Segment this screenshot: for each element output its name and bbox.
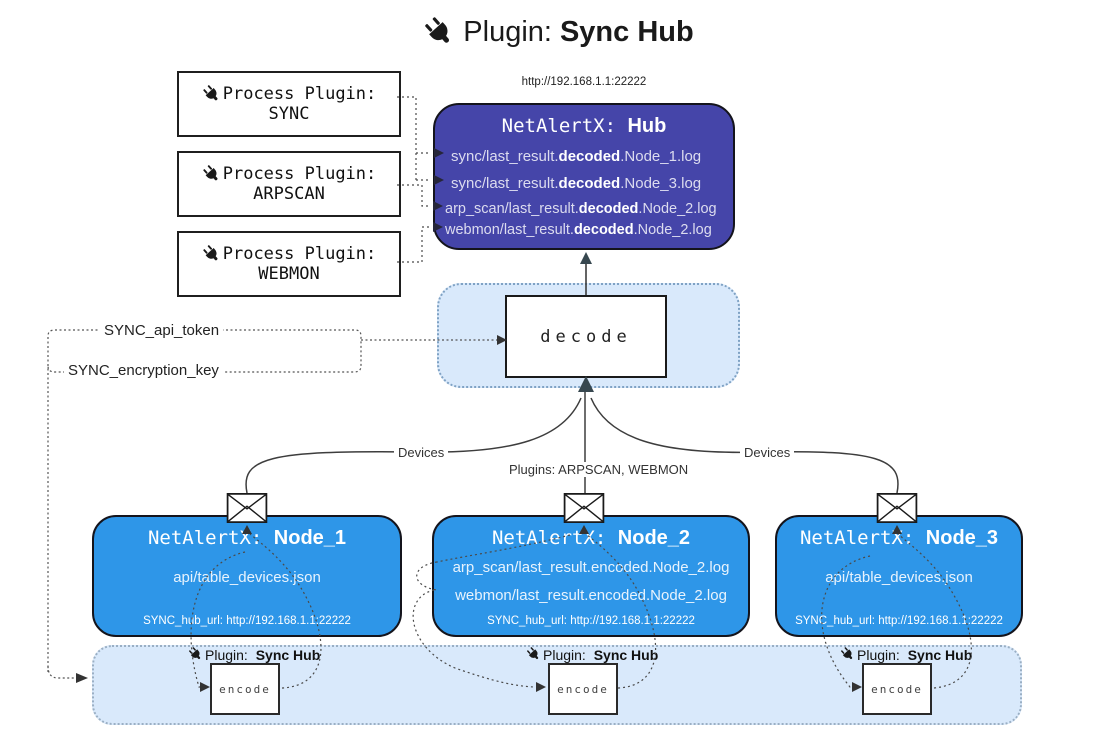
envelope-icon	[226, 493, 268, 523]
encode-box: encode	[210, 663, 280, 715]
process-plugin-label: Process Plugin:	[222, 84, 377, 104]
node-file: webmon/last_result.encoded.Node_2.log	[455, 587, 727, 604]
node-file: arp_scan/last_result.encoded.Node_2.log	[452, 559, 730, 576]
plug-icon	[840, 647, 855, 662]
hub-row: arp_scan/last_result.decoded.Node_2.log	[445, 201, 717, 217]
plug-icon	[423, 17, 455, 49]
node-hub-url: SYNC_hub_url: http://192.168.1.1:22222	[795, 615, 1003, 627]
edge-label-plugins: Plugins: ARPSCAN, WEBMON	[505, 462, 693, 477]
hub-title-prefix: NetAlertX:	[501, 115, 617, 137]
hub-url-label: http://192.168.1.1:22222	[521, 76, 647, 88]
page-title: Plugin: Sync Hub	[0, 16, 1117, 49]
process-to-hub-links	[397, 96, 431, 263]
encode-label: encode	[219, 682, 271, 696]
node-title: NetAlertX: Node_2	[491, 527, 691, 549]
envelope-icon	[563, 493, 605, 523]
process-plugin-sync: Process Plugin: SYNC	[177, 71, 401, 137]
decode-box: decode	[505, 295, 667, 378]
encode-label: encode	[871, 682, 923, 696]
encode-plugin-label: Plugin: Sync Hub	[526, 646, 658, 663]
page-title-name: Sync Hub	[559, 16, 694, 48]
sync-api-token-label: SYNC_api_token	[100, 322, 224, 339]
encode-box: encode	[862, 663, 932, 715]
plug-icon	[526, 647, 541, 662]
encode-label: encode	[557, 682, 609, 696]
encode-box: encode	[548, 663, 618, 715]
node-title: NetAlertX: Node_3	[799, 527, 999, 549]
process-plugin-name: ARPSCAN	[253, 184, 325, 204]
process-plugin-arpscan: Process Plugin: ARPSCAN	[177, 151, 401, 217]
hub-box: NetAlertX: Hub sync/last_result.decoded.…	[433, 103, 735, 250]
node-file: api/table_devices.json	[825, 569, 973, 586]
node-title: NetAlertX: Node_1	[147, 527, 347, 549]
node-file: api/table_devices.json	[173, 569, 321, 586]
edge-label-devices-right: Devices	[740, 445, 795, 460]
node-to-decode-curves	[245, 392, 899, 494]
bottom-left-arrow	[76, 673, 88, 683]
plug-icon	[188, 647, 203, 662]
hub-row: sync/last_result.decoded.Node_1.log	[451, 148, 702, 165]
encode-plugin-label: Plugin: Sync Hub	[840, 646, 972, 663]
node-hub-url: SYNC_hub_url: http://192.168.1.1:22222	[143, 615, 351, 627]
process-plugin-label: Process Plugin:	[222, 244, 377, 264]
hub-row: sync/last_result.decoded.Node_3.log	[451, 175, 702, 192]
plug-icon	[202, 165, 221, 184]
encode-plugin-label: Plugin: Sync Hub	[188, 646, 320, 663]
page-title-prefix: Plugin:	[463, 16, 552, 48]
hub-row: webmon/last_result.decoded.Node_2.log	[445, 222, 712, 238]
process-plugin-webmon: Process Plugin: WEBMON	[177, 231, 401, 297]
node-3-box: NetAlertX: Node_3 api/table_devices.json…	[775, 515, 1023, 637]
decode-label: decode	[540, 326, 632, 347]
edge-label-devices-left: Devices	[394, 445, 449, 460]
process-plugin-name: SYNC	[268, 104, 310, 124]
hub-title-name: Hub	[627, 115, 667, 137]
node-1-box: NetAlertX: Node_1 api/table_devices.json…	[92, 515, 402, 637]
plug-icon	[202, 85, 221, 104]
node-2-box: NetAlertX: Node_2 arp_scan/last_result.e…	[432, 515, 750, 637]
process-plugin-name: WEBMON	[258, 264, 320, 284]
node-hub-url: SYNC_hub_url: http://192.168.1.1:22222	[487, 615, 695, 627]
envelope-icon	[876, 493, 918, 523]
sync-encryption-key-label: SYNC_encryption_key	[64, 362, 223, 379]
process-plugin-label: Process Plugin:	[222, 164, 377, 184]
plug-icon	[202, 245, 221, 264]
hub-title: NetAlertX: Hub	[435, 115, 733, 138]
